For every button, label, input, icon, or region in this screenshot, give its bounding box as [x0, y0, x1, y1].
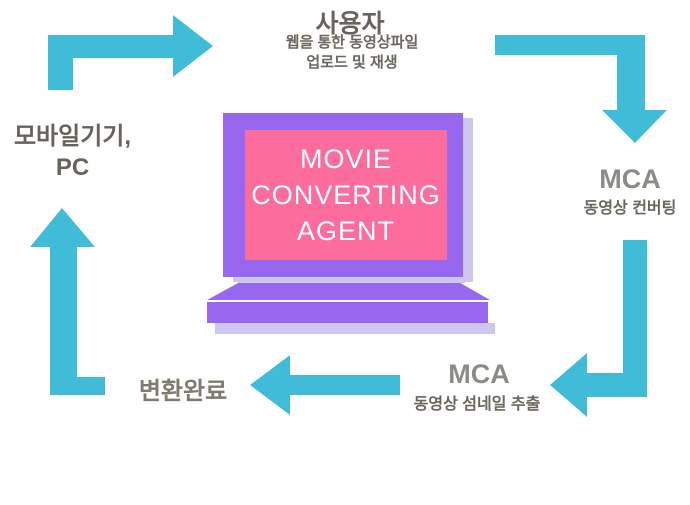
node-device-label: 모바일기기, PC	[0, 121, 145, 183]
arrow-done-to-device-icon	[30, 208, 105, 395]
laptop-hinge	[238, 277, 465, 283]
screen-text-line3: AGENT	[296, 216, 395, 246]
node-mca-thumbnail-title: MCA	[448, 359, 510, 389]
node-user-title: 사용자	[315, 10, 385, 38]
node-mca-thumbnail-subtitle: 동영상 섬네일 추출	[413, 396, 541, 413]
node-user-subtitle-line1: 웹을 통한 동영상파일	[285, 34, 419, 51]
node-user-subtitle-line2: 업로드 및 재생	[306, 54, 398, 71]
screen-text-line2: CONVERTING	[251, 180, 441, 210]
arrow-user-to-mca-convert-icon	[495, 35, 667, 143]
node-user-subtitle: 웹을 통한 동영상파일 업로드 및 재생	[262, 33, 442, 73]
arrow-device-to-user-icon	[48, 15, 213, 90]
arrow-thumbnail-to-done-icon	[250, 355, 400, 415]
screen-text-line1: MOVIE	[299, 144, 392, 174]
laptop-base-shadow	[215, 323, 495, 334]
node-mca-convert-title: MCA	[599, 164, 661, 194]
node-done-label: 변환완료	[138, 378, 228, 405]
arrow-mca-convert-to-thumbnail-icon	[550, 240, 647, 417]
node-device-line1: 모바일기기,	[13, 123, 132, 150]
node-device-line2: PC	[55, 154, 90, 181]
laptop-front-bar	[207, 302, 488, 323]
laptop-keyboard-deck	[207, 283, 490, 300]
laptop-screen: MOVIE CONVERTING AGENT	[245, 130, 447, 260]
node-mca-convert-subtitle: 동영상 컨버팅	[583, 200, 677, 217]
